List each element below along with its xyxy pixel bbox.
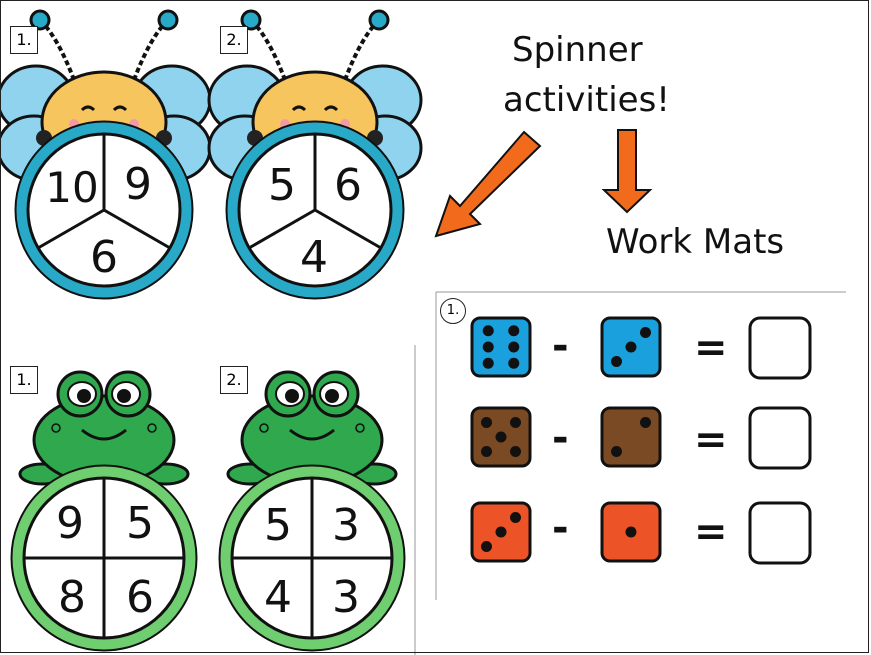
die	[600, 501, 662, 563]
frog-spinner	[10, 370, 198, 652]
spinner-segment-number: 4	[264, 572, 292, 623]
die-pip	[508, 325, 520, 337]
die	[600, 406, 662, 468]
die-face	[600, 406, 662, 468]
spinner-segment-number: 5	[264, 500, 292, 551]
die	[470, 406, 532, 468]
bee-spinner	[207, 9, 423, 300]
equals-sign: =	[694, 509, 728, 555]
heading-spinner: Spinner	[512, 30, 643, 70]
die-pip	[508, 341, 520, 353]
spinner-segment-number: 4	[300, 232, 328, 283]
bee-eye	[112, 105, 128, 112]
spinner-segment-number: 8	[58, 572, 86, 623]
die-pip	[625, 526, 637, 538]
segment-line	[248, 208, 316, 250]
frog-pupil	[325, 389, 339, 403]
frog-spinner	[218, 370, 406, 652]
equals-sign: =	[694, 325, 728, 371]
spinner-number-label: 1.	[10, 26, 38, 54]
die-pip	[481, 446, 492, 457]
minus-sign: -	[552, 505, 569, 551]
heading-work-mats: Work Mats	[606, 222, 785, 262]
antenna-tip	[29, 9, 51, 31]
die-pip	[495, 526, 507, 538]
arrow-down-icon	[601, 129, 653, 214]
die-pip	[640, 417, 651, 428]
spinner-segment-number: 9	[56, 498, 84, 549]
equals-sign: =	[694, 417, 728, 463]
die-pip	[611, 356, 622, 367]
spinner-number-label: 2.	[220, 26, 248, 54]
answer-box	[748, 501, 812, 565]
die	[470, 501, 532, 563]
work-mat-number-label: 1.	[440, 298, 466, 324]
heading-activities: activities!	[503, 80, 670, 120]
die-pip	[625, 341, 637, 353]
minus-sign: -	[552, 415, 569, 461]
frog-spot	[51, 423, 61, 433]
answer-box	[748, 406, 812, 470]
die-pip	[481, 541, 492, 552]
spinner-number-label: 1.	[10, 366, 38, 394]
spinner-segment-number: 10	[45, 163, 99, 212]
die-pip	[640, 327, 651, 338]
bee-eye	[291, 105, 307, 112]
die-pip	[611, 446, 622, 457]
frog-pupil	[117, 389, 131, 403]
frog-smile	[289, 428, 335, 441]
spinner-segment-number: 5	[126, 498, 154, 549]
frog-pupil	[77, 389, 91, 403]
bee-eye	[80, 105, 96, 112]
spinner-segment-number: 6	[90, 232, 118, 283]
frog-spot	[147, 423, 157, 433]
segment-line	[103, 208, 171, 250]
antenna-tip	[157, 9, 179, 31]
die-face	[470, 316, 532, 378]
spinner-segment-number: 5	[268, 160, 296, 211]
answer-box	[748, 316, 812, 380]
die-pip	[510, 512, 521, 523]
antenna-tip	[240, 9, 262, 31]
spinner-segment-number: 9	[124, 159, 152, 210]
die	[600, 316, 662, 378]
spinner-number-label: 2.	[220, 366, 248, 394]
spinner-segment-number: 6	[334, 160, 362, 211]
antenna-tip	[368, 9, 390, 31]
die-pip	[481, 417, 492, 428]
die-pip	[482, 357, 494, 369]
arrow-down-left-icon	[434, 130, 542, 238]
frog-spot	[259, 423, 269, 433]
die-pip	[495, 431, 507, 443]
segment-line	[37, 208, 105, 250]
die	[470, 316, 532, 378]
frog-spot	[355, 423, 365, 433]
spinner-segment-number: 3	[332, 572, 360, 623]
segment-line	[314, 208, 382, 250]
spinner-segment-number: 6	[126, 572, 154, 623]
die-pip	[508, 357, 520, 369]
bee-spinner	[0, 9, 212, 300]
bee-eye	[323, 105, 339, 112]
frog-pupil	[285, 389, 299, 403]
spinner-segment-number: 3	[332, 500, 360, 551]
frog-smile	[81, 428, 127, 441]
die-pip	[482, 341, 494, 353]
die-pip	[510, 417, 521, 428]
minus-sign: -	[552, 323, 569, 369]
die-pip	[482, 325, 494, 337]
die-pip	[510, 446, 521, 457]
